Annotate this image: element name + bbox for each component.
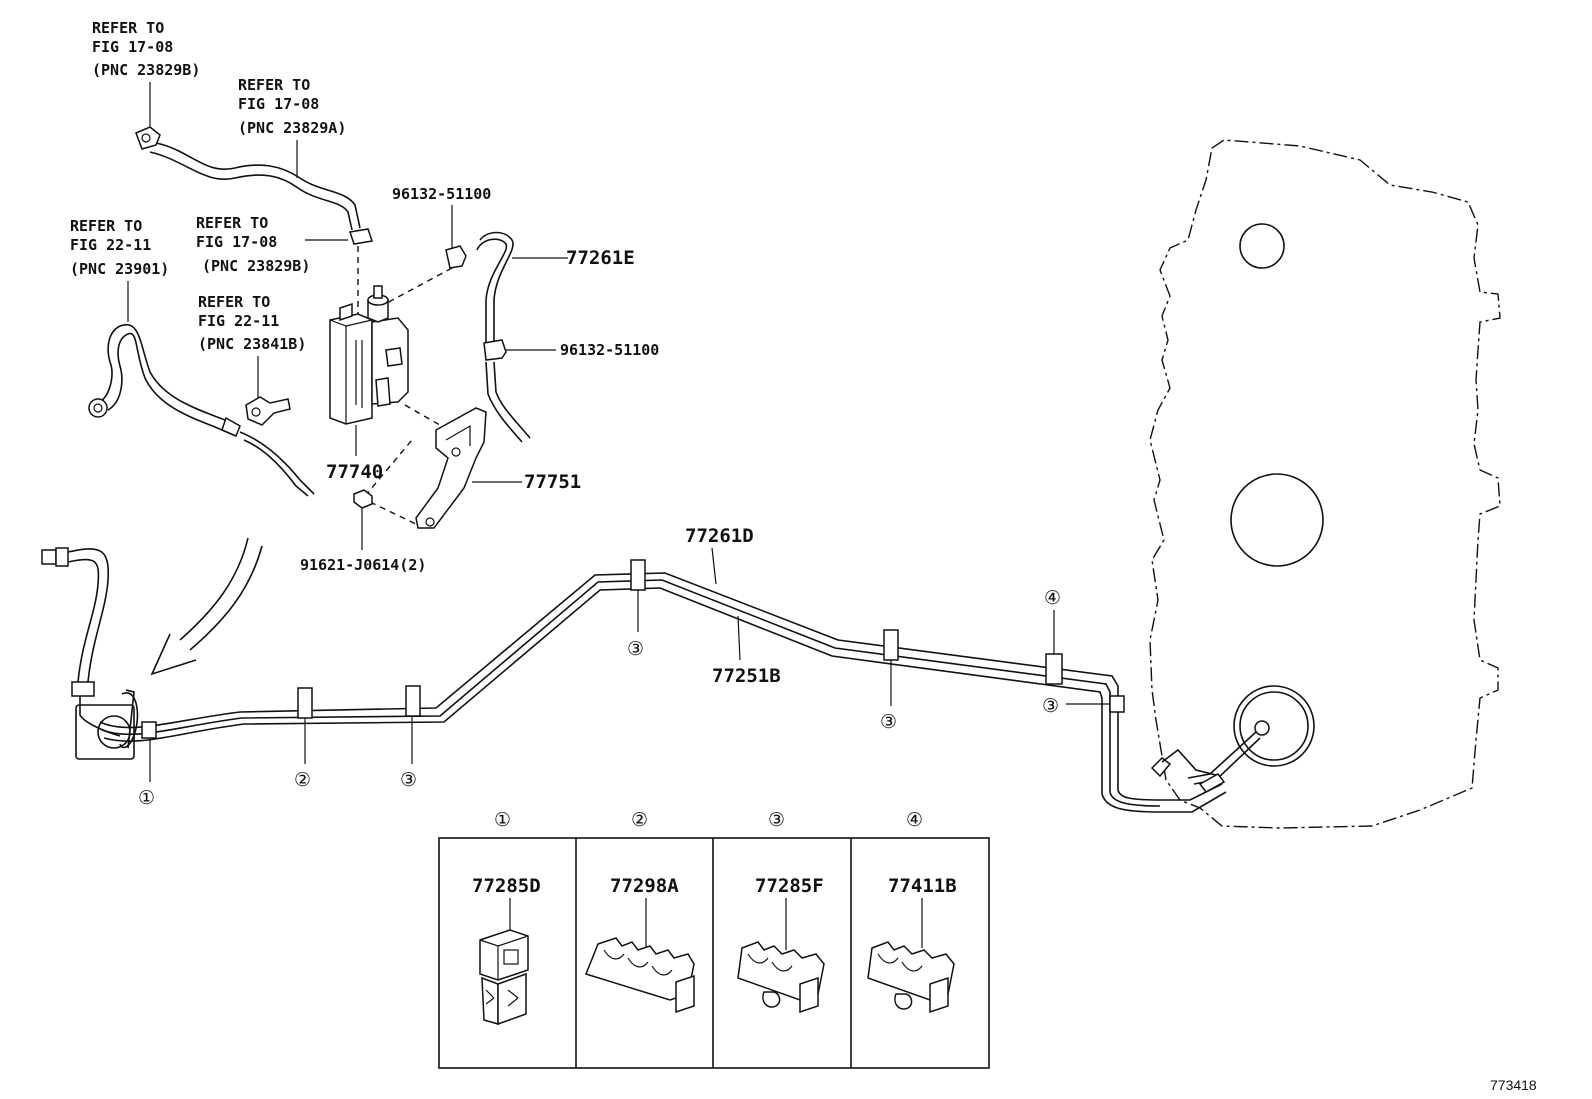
tube-clamp-3	[630, 559, 646, 591]
callout-fig-17-08-23829b-top: REFER TO FIG 17-08 (PNC 23829B)	[92, 19, 200, 79]
legend-ref: ④	[906, 809, 923, 831]
leader-line	[737, 615, 741, 661]
clamp-ref-4: ④	[1044, 587, 1061, 609]
hose-clip	[349, 228, 373, 245]
part-label-96132-51100-top: 96132-51100	[392, 185, 491, 203]
callout-fig-22-11-23901: REFER TO FIG 22-11 (PNC 23901)	[70, 217, 169, 278]
assembly-line	[364, 439, 413, 497]
callout-fig-17-08-23829a: REFER TO FIG 17-08 (PNC 23829A)	[238, 76, 346, 137]
legend-part: 77411B	[888, 875, 957, 897]
filler-neck	[75, 689, 139, 760]
bolt	[353, 489, 373, 509]
callout-line: (PNC 23841B)	[198, 335, 306, 353]
tube-clamp-2	[297, 687, 313, 719]
fuel-hose-left	[88, 323, 315, 497]
legend-ref: ②	[631, 809, 648, 831]
hose-clip	[135, 126, 161, 150]
callout-line: FIG 22-11	[198, 312, 279, 330]
hose-lower-77261e	[485, 361, 531, 443]
charcoal-canister	[329, 285, 409, 425]
clamp-legend: ① ② ③ ④ 77285D 77298A 77285F 77411B	[438, 809, 990, 1069]
clamp-77285d-illustration	[479, 929, 529, 1026]
part-label-77751: 77751	[524, 471, 581, 493]
callout-line: REFER TO	[92, 19, 164, 37]
clamp-ref-3: ③	[880, 711, 897, 733]
part-label-77261e: 77261E	[566, 247, 635, 269]
part-label-77251b: 77251B	[712, 665, 781, 687]
legend-part: 77298A	[610, 875, 679, 897]
assembly-line	[404, 404, 446, 429]
callout-line: FIG 17-08	[196, 233, 277, 251]
callout-line: FIG 17-08	[92, 38, 173, 56]
tank-connectors	[1150, 731, 1261, 813]
assembly-line	[369, 501, 419, 526]
hose-clamp	[245, 396, 291, 426]
callout-line: FIG 22-11	[70, 236, 151, 254]
callout-line: (PNC 23901)	[70, 260, 169, 278]
legend-part: 77285F	[755, 875, 824, 897]
clamp-ref-3: ③	[627, 638, 644, 660]
assembly-line	[384, 267, 453, 305]
hose-clip	[483, 339, 507, 361]
part-label-77261d: 77261D	[685, 525, 754, 547]
canister-bracket	[415, 407, 487, 529]
tube-clamp-1	[141, 721, 157, 739]
vapor-hose-77261e	[476, 231, 514, 342]
callout-line: REFER TO	[70, 217, 142, 235]
tube-clamp-3	[405, 685, 421, 717]
clamp-77285f-illustration	[737, 941, 825, 1014]
callout-line: FIG 17-08	[238, 95, 319, 113]
clamp-77298a-illustration	[585, 937, 695, 1014]
clamp-ref-1: ①	[138, 787, 155, 809]
part-label-96132-51100-mid: 96132-51100	[560, 341, 659, 359]
fuel-tank-outline	[1149, 139, 1501, 829]
callout-fig-22-11-23841b: REFER TO FIG 22-11 (PNC 23841B)	[198, 293, 306, 353]
vapor-hose-upper	[149, 142, 361, 231]
tube-clamp-3	[1109, 695, 1125, 713]
clamp-ref-2: ②	[294, 769, 311, 791]
figure-id: 773418	[1490, 1077, 1537, 1093]
legend-frame	[438, 837, 990, 1069]
fuel-tube-main	[99, 572, 1161, 813]
part-label-91621-j0614: 91621-J0614(2)	[300, 556, 426, 574]
callout-line: (PNC 23829A)	[238, 119, 346, 137]
callout-line: (PNC 23829B)	[92, 61, 200, 79]
legend-part: 77285D	[472, 875, 541, 897]
clamp-ref-3: ③	[1042, 695, 1059, 717]
clamp-ref-3: ③	[400, 769, 417, 791]
callout-line: REFER TO	[198, 293, 270, 311]
direction-arrow	[150, 537, 263, 676]
filler-hose	[41, 547, 121, 737]
callout-fig-17-08-23829b-mid: REFER TO FIG 17-08 (PNC 23829B)	[196, 214, 310, 275]
tube-clamp-4	[1045, 653, 1063, 685]
clamp-77411b-illustration	[867, 941, 955, 1014]
hose-clip	[445, 245, 467, 269]
legend-ref: ①	[494, 809, 511, 831]
leader-line	[711, 547, 717, 585]
callout-line: (PNC 23829B)	[202, 257, 310, 275]
callout-line: REFER TO	[196, 214, 268, 232]
callout-line: REFER TO	[238, 76, 310, 94]
legend-ref: ③	[768, 809, 785, 831]
part-label-77740: 77740	[326, 461, 383, 483]
tube-clamp-3	[883, 629, 899, 661]
